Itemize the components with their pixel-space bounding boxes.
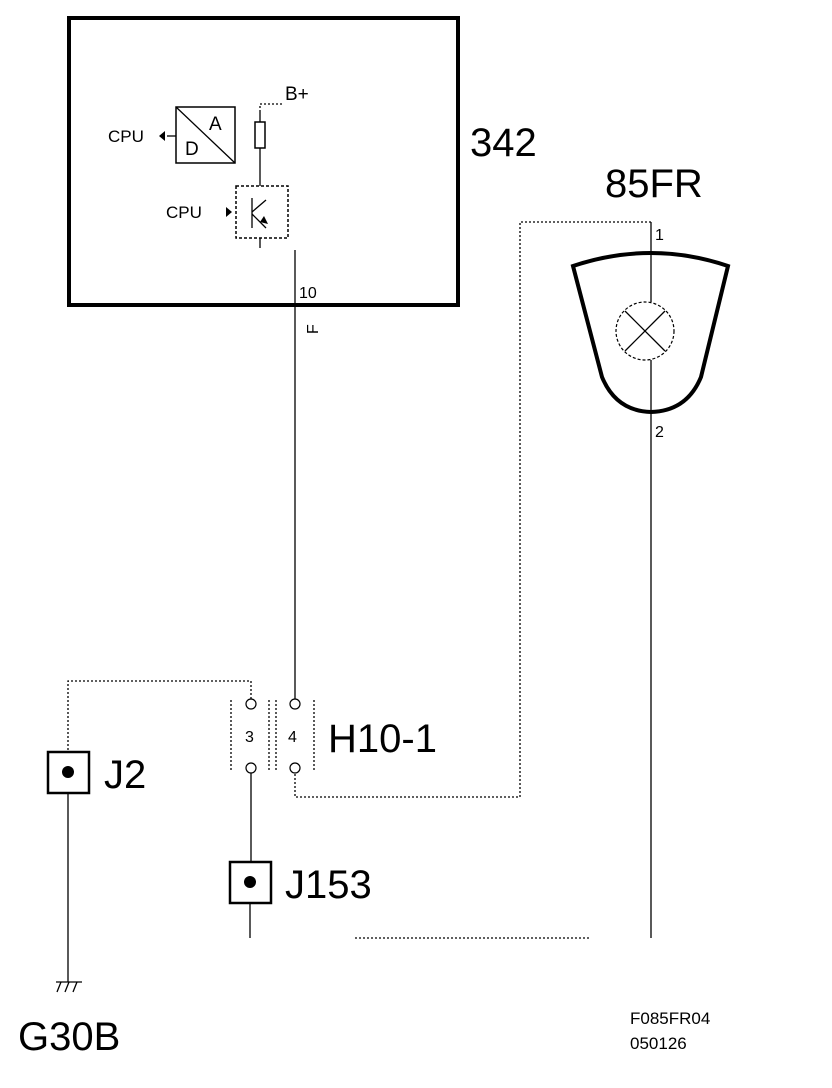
splice-j2-dot-icon bbox=[62, 766, 74, 778]
ecu-pin-number: 10 bbox=[299, 285, 317, 302]
splice-j153-dot-icon bbox=[244, 876, 256, 888]
splice-j153-label: J153 bbox=[285, 863, 372, 907]
cpu-output-arrow-icon bbox=[226, 207, 232, 217]
wire-h10-pin3-to-j2 bbox=[67, 680, 252, 752]
ecu-module-box bbox=[67, 16, 460, 307]
lamp-pin-2: 2 bbox=[655, 424, 664, 441]
ground-icon bbox=[56, 981, 82, 993]
connector-name: H10-1 bbox=[328, 717, 437, 761]
diagram-date: 050126 bbox=[630, 1034, 687, 1053]
supply-wire bbox=[259, 103, 282, 112]
ad-converter-symbol: A D bbox=[175, 106, 236, 164]
lamp-number: 85FR bbox=[605, 162, 703, 206]
ad-label-d: D bbox=[185, 139, 199, 160]
connector-pin-3: 3 bbox=[245, 729, 254, 746]
connector-h10-1 bbox=[230, 698, 315, 774]
lamp-pin-1: 1 bbox=[655, 227, 664, 244]
connector-pin-4: 4 bbox=[288, 729, 297, 746]
ecu-number: 342 bbox=[470, 121, 537, 165]
supply-label: B+ bbox=[285, 84, 309, 105]
ground-label: G30B bbox=[18, 1015, 120, 1059]
ecu-pin-code: F bbox=[305, 324, 322, 334]
diagram-code: F085FR04 bbox=[630, 1009, 710, 1028]
cpu-output-label: CPU bbox=[166, 203, 202, 222]
splice-j2-label: J2 bbox=[104, 753, 146, 797]
lamp-housing bbox=[570, 251, 731, 415]
ad-label-a: A bbox=[209, 114, 222, 135]
bulb-icon bbox=[615, 301, 675, 361]
pullup-resistor bbox=[254, 121, 266, 149]
cpu-input-label: CPU bbox=[108, 127, 144, 146]
wire-lamp-pin1-to-h10-pin4 bbox=[294, 221, 651, 798]
output-driver-symbol bbox=[235, 185, 289, 239]
cpu-input-arrow-icon bbox=[159, 131, 165, 141]
